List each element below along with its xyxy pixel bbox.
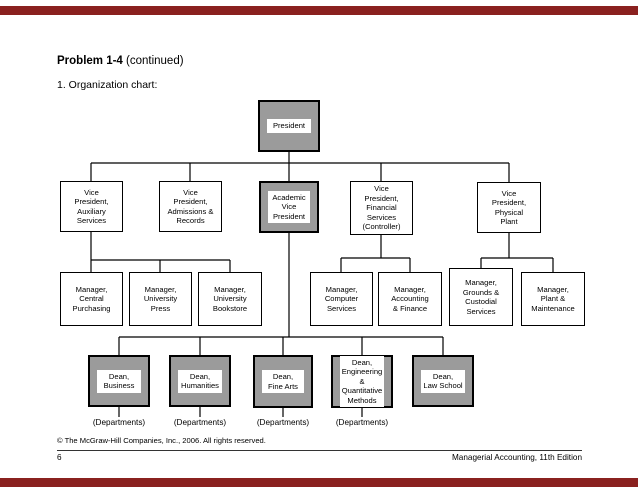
org-node-dean-law-label: Dean, Law School	[421, 369, 465, 393]
org-node-mgr-purchasing: Manager, Central Purchasing	[60, 272, 123, 326]
org-node-dean-law: Dean, Law School	[412, 355, 474, 407]
bottom-accent-bar	[0, 478, 638, 487]
subtitle: 1. Organization chart:	[57, 79, 158, 91]
org-node-dean-humanities-label: Dean, Humanities	[178, 369, 222, 393]
org-node-president-label: President	[267, 119, 311, 133]
page-title-bold: Problem 1-4	[57, 55, 123, 67]
departments-label-humanities: (Departments)	[173, 418, 227, 427]
org-node-mgr-computer: Manager, Computer Services	[310, 272, 373, 326]
org-node-vp-admissions: Vice President, Admissions & Records	[159, 181, 222, 232]
departments-label-engineering: (Departments)	[335, 418, 389, 427]
org-node-mgr-press: Manager, University Press	[129, 272, 192, 326]
top-accent-bar	[0, 6, 638, 15]
footer-divider	[57, 450, 582, 451]
org-node-vp-auxiliary: Vice President, Auxiliary Services	[60, 181, 123, 232]
page-title: Problem 1-4 (continued)	[57, 55, 184, 67]
org-node-academic-vp: Academic Vice President	[259, 181, 319, 233]
org-node-dean-engineering-label: Dean, Engineering & Quantitative Methods	[340, 355, 384, 408]
page-title-suffix: (continued)	[122, 55, 184, 67]
org-node-dean-business: Dean, Business	[88, 355, 150, 407]
org-node-dean-finearts-label: Dean, Fine Arts	[262, 370, 304, 393]
org-node-president: President	[258, 100, 320, 152]
book-title: Managerial Accounting, 11th Edition	[451, 453, 582, 462]
org-node-vp-physical: Vice President, Physical Plant	[477, 182, 541, 233]
org-node-vp-financial: Vice President, Financial Services (Cont…	[350, 181, 413, 235]
org-node-dean-engineering: Dean, Engineering & Quantitative Methods	[331, 355, 393, 408]
copyright-line: © The McGraw-Hill Companies, Inc., 2006.…	[57, 436, 266, 445]
departments-label-finearts: (Departments)	[256, 418, 310, 427]
org-node-dean-humanities: Dean, Humanities	[169, 355, 231, 407]
departments-label-business: (Departments)	[92, 418, 146, 427]
org-node-dean-finearts: Dean, Fine Arts	[253, 355, 313, 408]
org-node-mgr-accounting: Manager, Accounting & Finance	[378, 272, 442, 326]
page-number: 6	[57, 453, 62, 462]
org-node-dean-business-label: Dean, Business	[97, 369, 141, 393]
org-node-mgr-bookstore: Manager, University Bookstore	[198, 272, 262, 326]
org-node-academic-vp-label: Academic Vice President	[268, 190, 310, 224]
org-node-mgr-grounds: Manager, Grounds & Custodial Services	[449, 268, 513, 326]
org-node-mgr-plant: Manager, Plant & Maintenance	[521, 272, 585, 326]
